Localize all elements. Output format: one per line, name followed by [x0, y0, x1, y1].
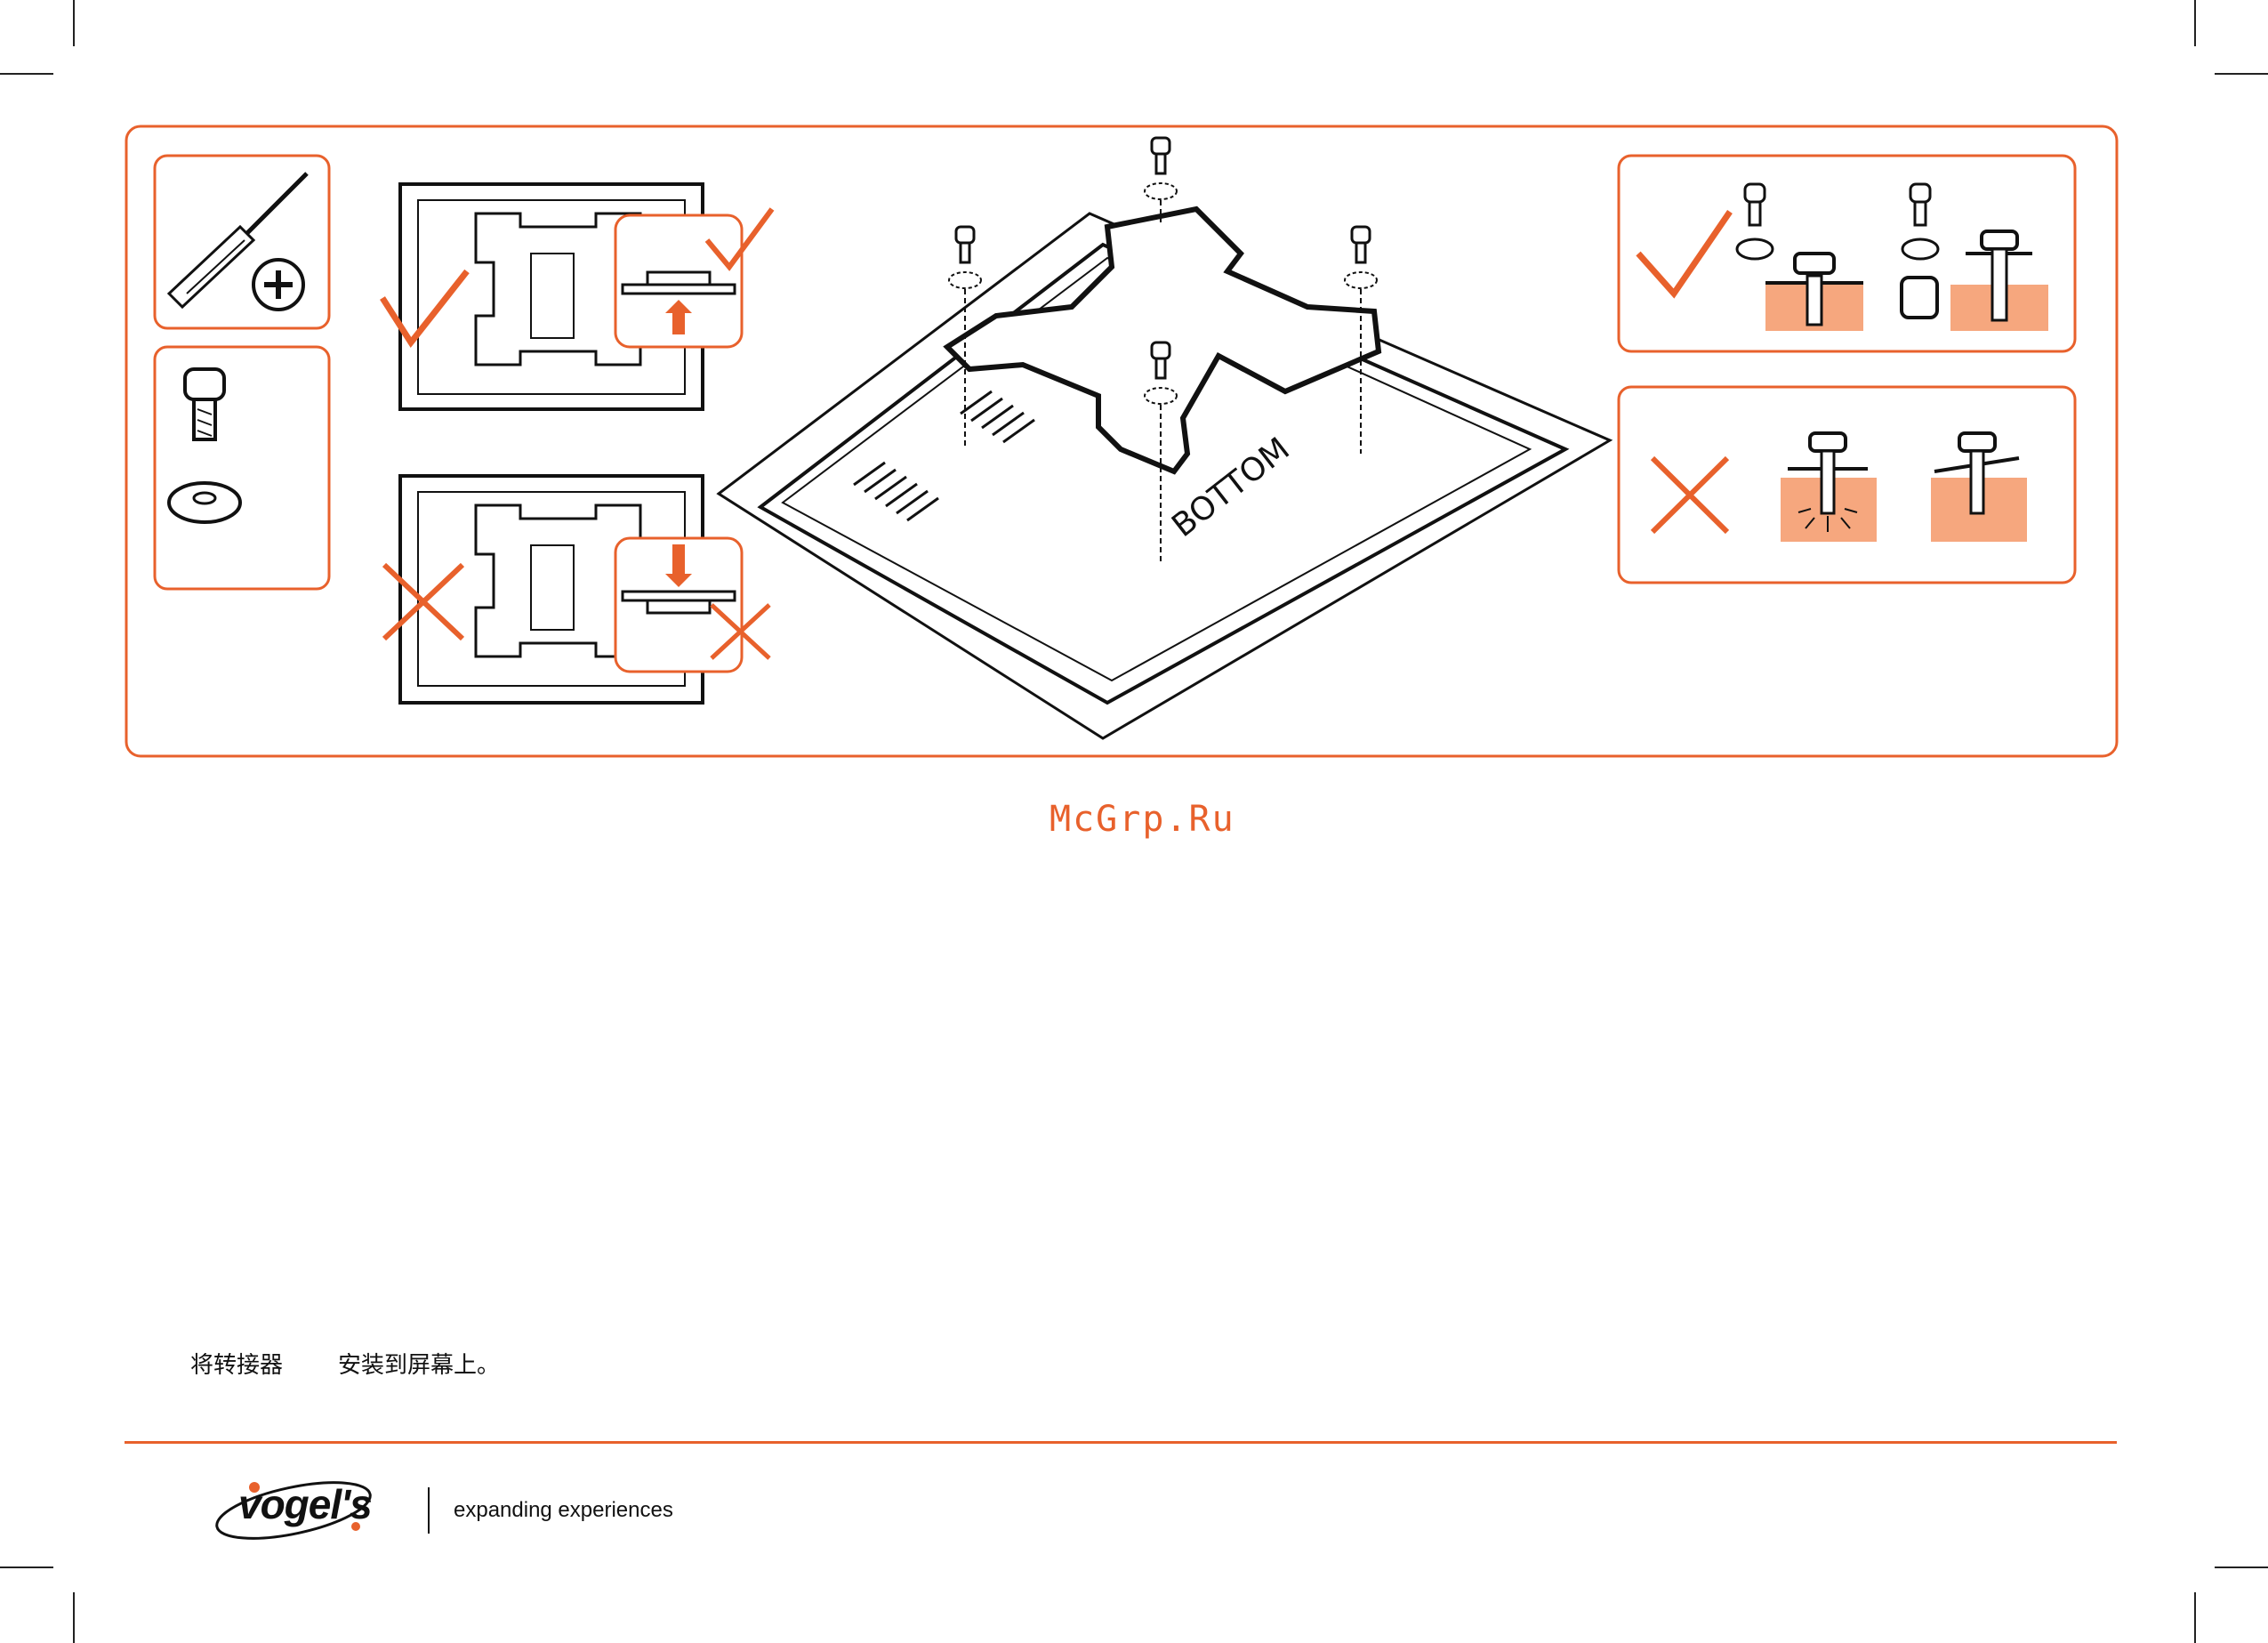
footer-divider: [125, 1441, 2117, 1444]
caption-part2: 安装到屏幕上。: [338, 1347, 500, 1380]
caption-part1: 将转接器: [190, 1347, 283, 1380]
screw-icon: [1145, 138, 1177, 222]
correct-screw-panel: [1619, 156, 2075, 351]
hardware-panel: [155, 347, 329, 589]
watermark-text: McGrp.Ru: [1050, 799, 1235, 840]
correct-orientation-diagram: [382, 184, 772, 409]
washer-icon: [169, 483, 240, 522]
tool-panel: [155, 156, 329, 328]
checkmark-icon: [1638, 212, 1730, 294]
screw-icon: [185, 369, 224, 439]
tv-mount-illustration: BOTTOM: [719, 138, 1610, 738]
phillips-icon: [253, 260, 303, 310]
brand-name: vogel's: [238, 1480, 372, 1528]
wrong-orientation-diagram: [384, 476, 769, 703]
cross-icon: [1653, 458, 1727, 532]
wrong-screw-panel: [1619, 387, 2075, 583]
brand-tagline: expanding experiences: [454, 1498, 673, 1523]
